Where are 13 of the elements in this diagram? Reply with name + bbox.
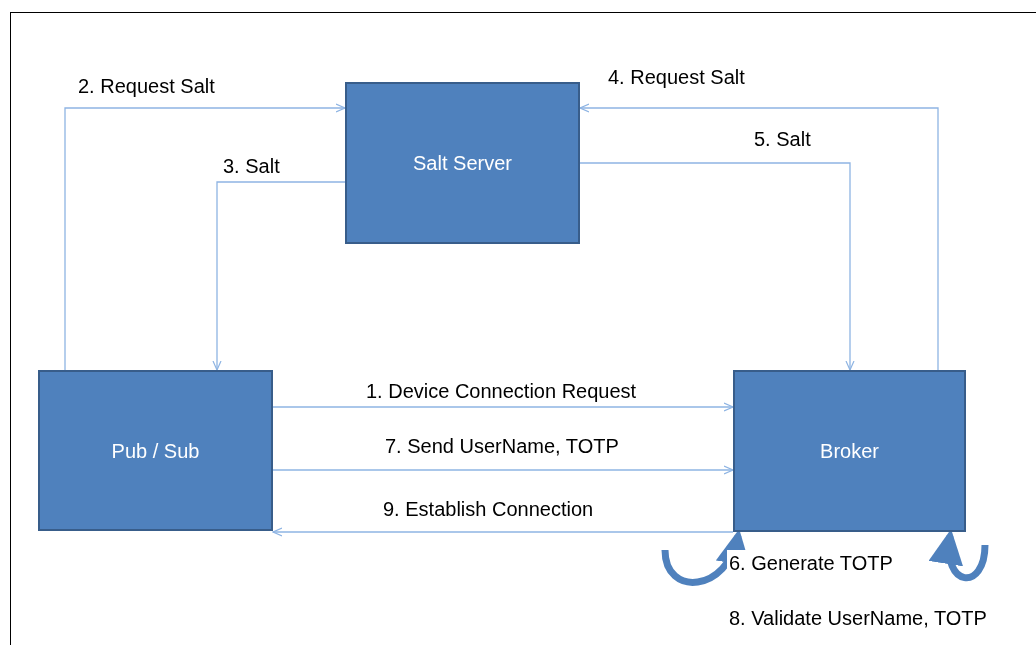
box-label: Salt Server xyxy=(413,151,512,176)
process-box xyxy=(345,82,580,244)
arrow xyxy=(272,527,734,537)
process-box xyxy=(733,370,966,532)
arrow xyxy=(64,103,346,371)
arrow xyxy=(212,181,346,371)
arrow xyxy=(579,103,939,371)
arrow xyxy=(272,402,734,412)
arrow xyxy=(579,162,855,371)
box-label: Broker xyxy=(820,439,879,464)
arrow xyxy=(272,465,734,475)
process-box xyxy=(38,370,273,531)
box-label: Pub / Sub xyxy=(111,438,200,464)
